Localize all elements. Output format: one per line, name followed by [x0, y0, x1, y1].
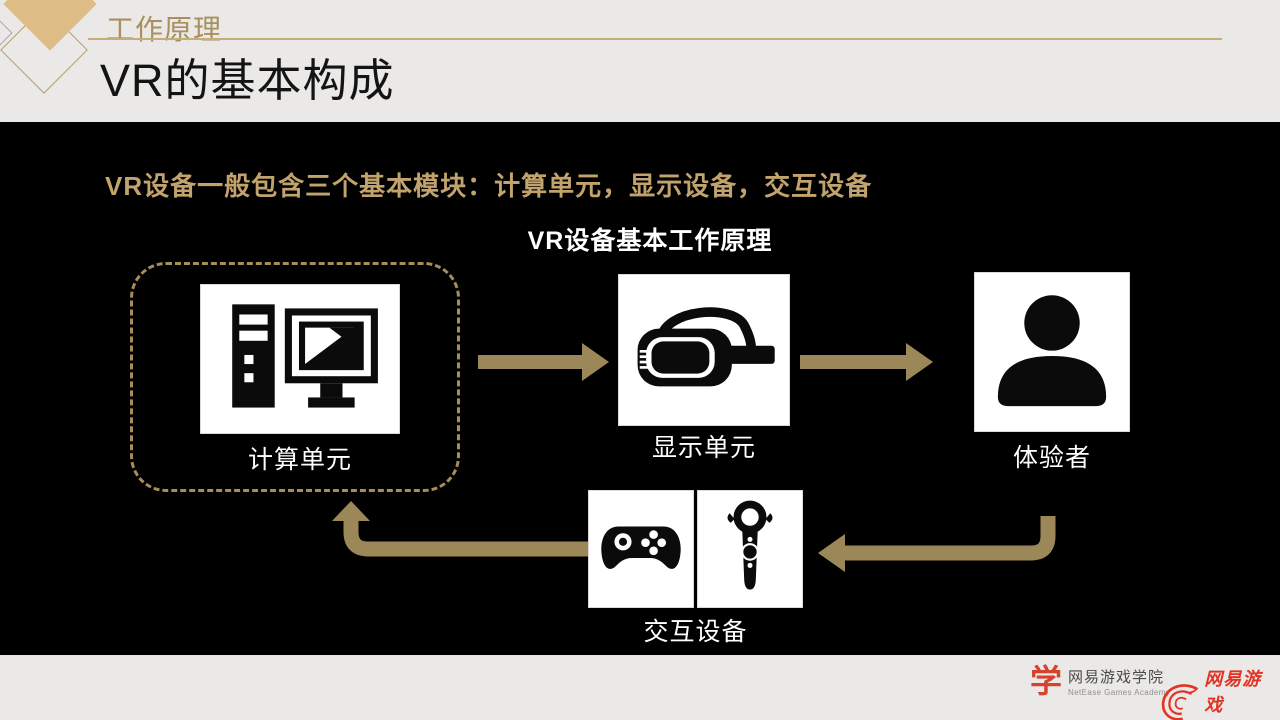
header-divider [88, 38, 1222, 40]
slide-footer: 学 网易游戏学院 NetEase Games Academy 网易游戏 游 戏 … [0, 655, 1280, 720]
arrow-left-up-icon [332, 501, 588, 557]
desktop-computer-icon [232, 304, 378, 408]
content-panel: VR设备一般包含三个基本模块：计算单元，显示设备，交互设备 VR设备基本工作原理 [0, 122, 1280, 655]
compute-unit-label: 计算单元 [247, 446, 352, 474]
experiencer-box [974, 272, 1130, 432]
interaction-gamepad-box [588, 490, 694, 608]
vr-headset-icon [637, 307, 775, 387]
netease-games-logo: 网易游戏 游 戏 热 爱 者 [1158, 665, 1280, 720]
academy-name: 网易游戏学院 [1068, 668, 1165, 686]
display-unit-box [618, 274, 790, 426]
experiencer-label: 体验者 [1012, 444, 1091, 472]
section-eyebrow: 工作原理 [106, 14, 223, 45]
interaction-devices-label: 交互设备 [643, 618, 748, 646]
arrow-down-left-icon [818, 516, 1056, 572]
person-icon [997, 295, 1107, 407]
display-unit-label: 显示单元 [651, 434, 756, 462]
netease-academy-logo: 学 网易游戏学院 NetEase Games Academy [1030, 665, 1170, 697]
academy-subtitle: NetEase Games Academy [1068, 687, 1171, 697]
diagram-title: VR设备基本工作原理 [527, 227, 773, 255]
vr-controller-icon [727, 500, 773, 590]
netease-flame-icon [1161, 684, 1199, 720]
arrow-right-icon [800, 343, 933, 381]
arrow-right-icon [478, 343, 609, 381]
intro-text: VR设备一般包含三个基本模块：计算单元，显示设备，交互设备 [105, 171, 873, 201]
compute-unit-box [200, 284, 400, 434]
gamepad-icon [601, 526, 681, 569]
interaction-vr-controller-box [697, 490, 803, 608]
netease-name: 网易游戏 [1204, 669, 1262, 715]
academy-seal-icon: 学 [1030, 662, 1063, 700]
slide-header: 工作原理 VR的基本构成 [0, 0, 1280, 122]
page-title: VR的基本构成 [100, 55, 395, 106]
compute-unit-dashed-frame [130, 262, 460, 492]
